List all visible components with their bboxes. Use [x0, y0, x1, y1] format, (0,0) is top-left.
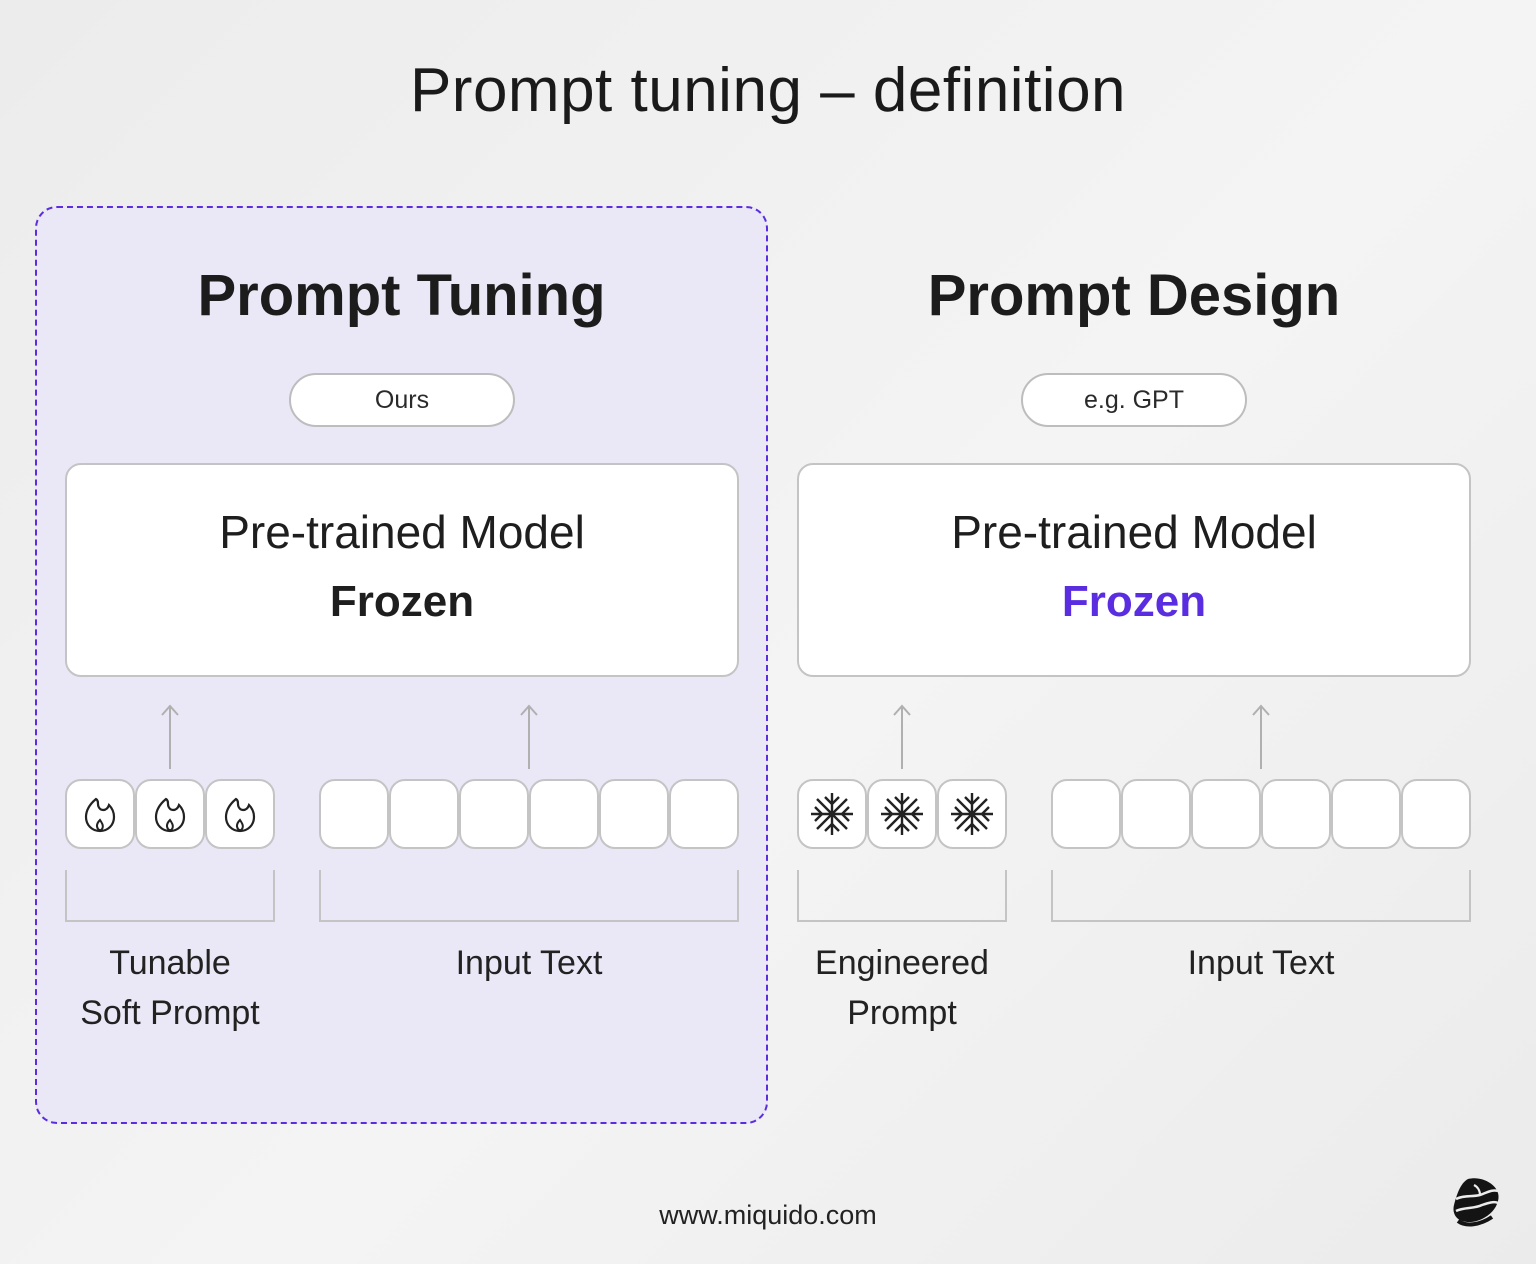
engineered-prompt-token [797, 779, 867, 849]
input-token [529, 779, 599, 849]
soft-prompt-label: Tunable Soft Prompt [40, 938, 300, 1038]
input-token [1261, 779, 1331, 849]
input-text-bracket-left [319, 870, 739, 922]
arrow-up-icon [1252, 704, 1270, 769]
flame-icon [84, 797, 116, 833]
input-text-bracket-right [1051, 870, 1471, 922]
arrow-up-icon [161, 704, 179, 769]
input-text-label-right: Input Text [1187, 944, 1335, 982]
pretrained-model-box-right: Pre-trained Model Frozen [797, 463, 1471, 677]
input-token [1121, 779, 1191, 849]
arrow-up-icon [520, 704, 538, 769]
input-token [1401, 779, 1471, 849]
engineered-prompt-token [867, 779, 937, 849]
prompt-design-heading: Prompt Design [927, 263, 1341, 328]
input-text-tokens-left [319, 779, 739, 849]
input-token [1331, 779, 1401, 849]
soft-prompt-bracket [65, 870, 275, 922]
snowflake-icon [951, 793, 993, 835]
input-text-tokens-right [1051, 779, 1471, 849]
label-line: Tunable [109, 944, 231, 982]
input-token [669, 779, 739, 849]
input-token [459, 779, 529, 849]
soft-prompt-token [135, 779, 205, 849]
input-token [319, 779, 389, 849]
footer-url[interactable]: www.miquido.com [659, 1200, 877, 1230]
model-name: Pre-trained Model [219, 506, 585, 558]
engineered-prompt-tokens [797, 779, 1007, 849]
snowflake-icon [811, 793, 853, 835]
soft-prompt-token [65, 779, 135, 849]
miquido-logo-icon [1453, 1178, 1499, 1227]
soft-prompt-tokens [65, 779, 275, 849]
model-name: Pre-trained Model [951, 506, 1317, 558]
engineered-prompt-bracket [797, 870, 1007, 922]
soft-prompt-token [205, 779, 275, 849]
label-line: Prompt [847, 994, 957, 1032]
input-token [1191, 779, 1261, 849]
arrow-up-icon [893, 704, 911, 769]
pretrained-model-box-left: Pre-trained Model Frozen [65, 463, 739, 677]
engineered-prompt-label: Engineered Prompt [772, 938, 1032, 1038]
ours-badge: Ours [289, 373, 515, 427]
engineered-prompt-token [937, 779, 1007, 849]
label-line: Engineered [815, 944, 989, 982]
prompt-tuning-heading: Prompt Tuning [197, 263, 606, 328]
page-title: Prompt tuning – definition [409, 56, 1127, 125]
snowflake-icon [881, 793, 923, 835]
model-state: Frozen [1061, 577, 1207, 626]
input-token [599, 779, 669, 849]
flame-icon [224, 797, 256, 833]
flame-icon [154, 797, 186, 833]
eg-gpt-badge: e.g. GPT [1021, 373, 1247, 427]
model-state: Frozen [329, 577, 475, 626]
label-line: Soft Prompt [80, 994, 260, 1032]
input-token [389, 779, 459, 849]
input-token [1051, 779, 1121, 849]
input-text-label-left: Input Text [455, 944, 603, 982]
